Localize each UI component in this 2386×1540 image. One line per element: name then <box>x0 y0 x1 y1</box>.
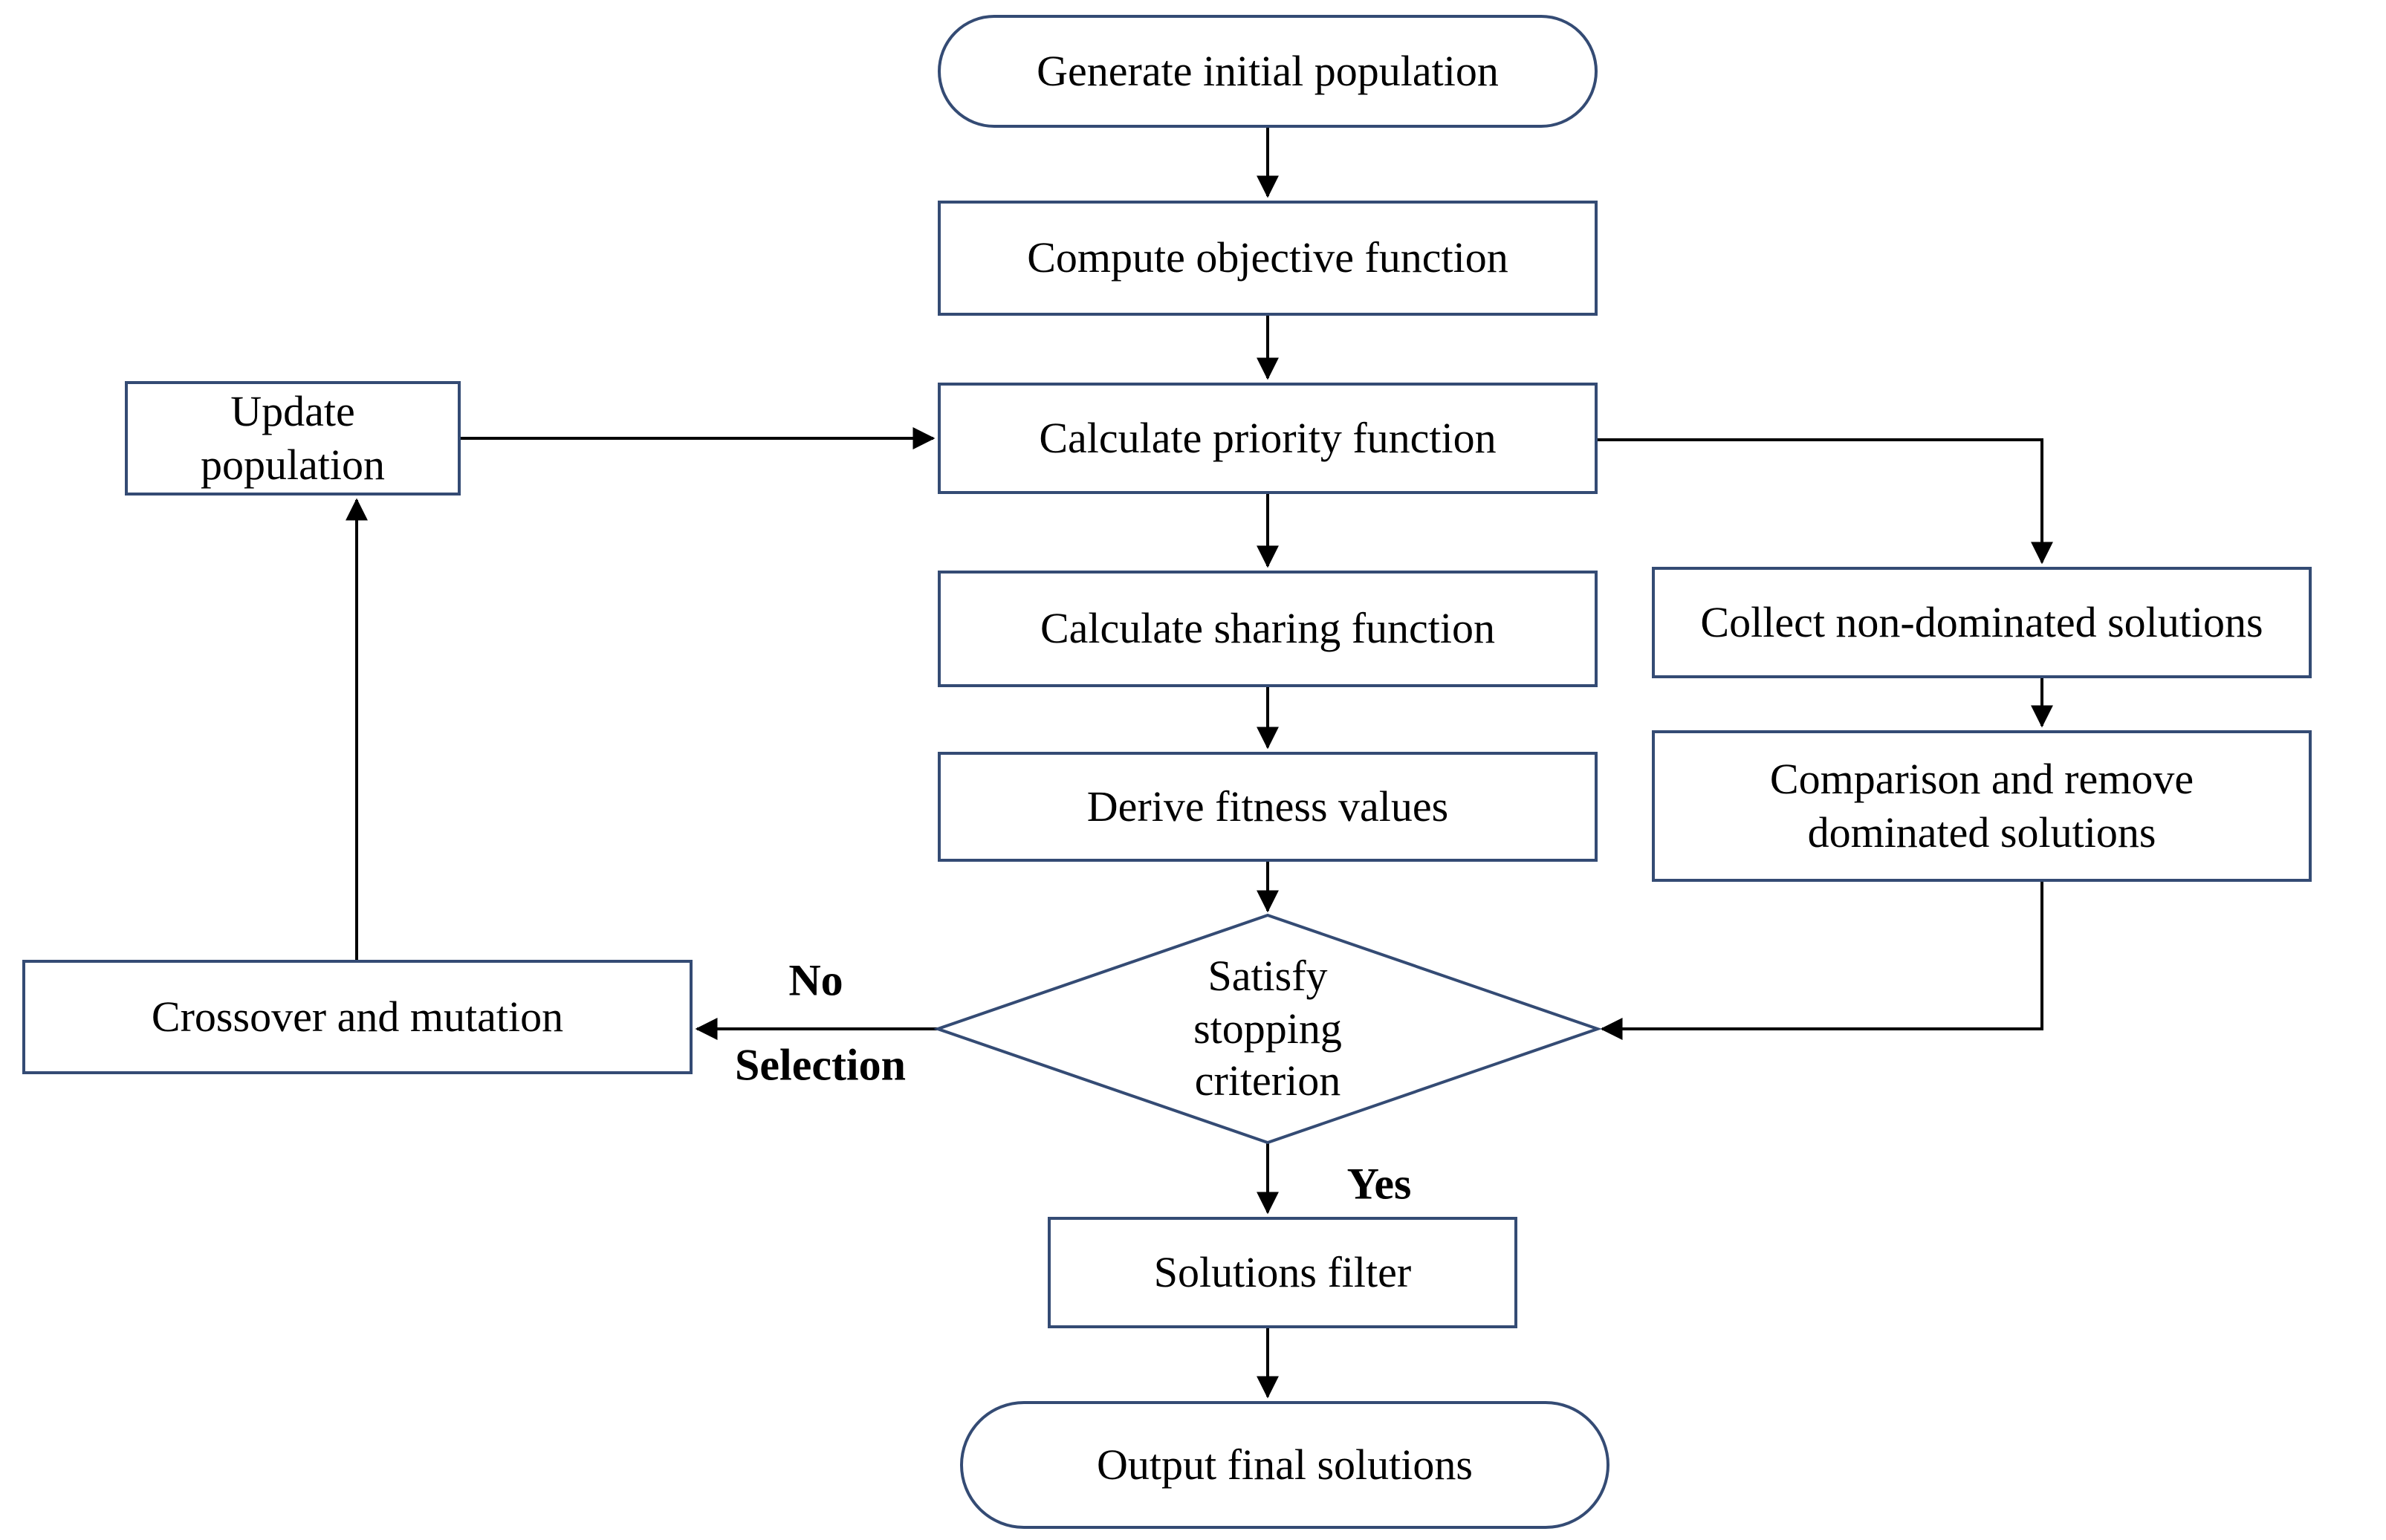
node-label: Calculate sharing function <box>1040 604 1496 653</box>
node-derive-fitness-values: Derive fitness values <box>938 752 1598 862</box>
decision-diamond-shape <box>933 913 1603 1145</box>
node-generate-initial-population: Generate initial population <box>938 15 1598 128</box>
node-calculate-priority-function: Calculate priority function <box>938 383 1598 494</box>
node-label: Generate initial population <box>1037 46 1499 95</box>
node-label: Compute objective function <box>1027 233 1508 282</box>
node-label: stopping <box>1193 1004 1342 1053</box>
node-label: Output final solutions <box>1097 1440 1473 1489</box>
node-update-population: Update population <box>125 381 461 496</box>
edge-priority-collect <box>1598 438 2053 565</box>
node-label: dominated solutions <box>1807 808 2156 857</box>
node-label: Crossover and mutation <box>151 992 564 1041</box>
node-comparison-remove-dominated-solutions: Comparison and remove dominated solution… <box>1652 730 2312 882</box>
node-calculate-sharing-function: Calculate sharing function <box>938 571 1598 687</box>
node-compute-objective-function: Compute objective function <box>938 201 1598 316</box>
node-solutions-filter: Solutions filter <box>1048 1217 1517 1328</box>
node-collect-non-dominated-solutions: Collect non-dominated solutions <box>1652 567 2312 678</box>
node-label: Comparison and remove <box>1769 754 2194 803</box>
node-satisfy-stopping-criterion: Satisfy stopping criterion <box>938 915 1598 1143</box>
node-label: Solutions filter <box>1153 1247 1412 1296</box>
node-label: Satisfy <box>1207 951 1328 1000</box>
node-label: Update population <box>200 386 386 490</box>
node-output-final-solutions: Output final solutions <box>960 1401 1609 1529</box>
edge-label-no: No <box>788 955 843 1005</box>
node-label: Calculate priority function <box>1039 413 1497 462</box>
edge-label-selection: Selection <box>735 1040 906 1090</box>
edge-label-yes: Yes <box>1346 1159 1412 1209</box>
edge-compare-decision <box>1600 882 2043 1040</box>
node-crossover-and-mutation: Crossover and mutation <box>22 960 693 1074</box>
node-label: criterion <box>1194 1056 1341 1105</box>
node-label: Collect non-dominated solutions <box>1700 597 2263 646</box>
node-label: Derive fitness values <box>1086 782 1449 831</box>
